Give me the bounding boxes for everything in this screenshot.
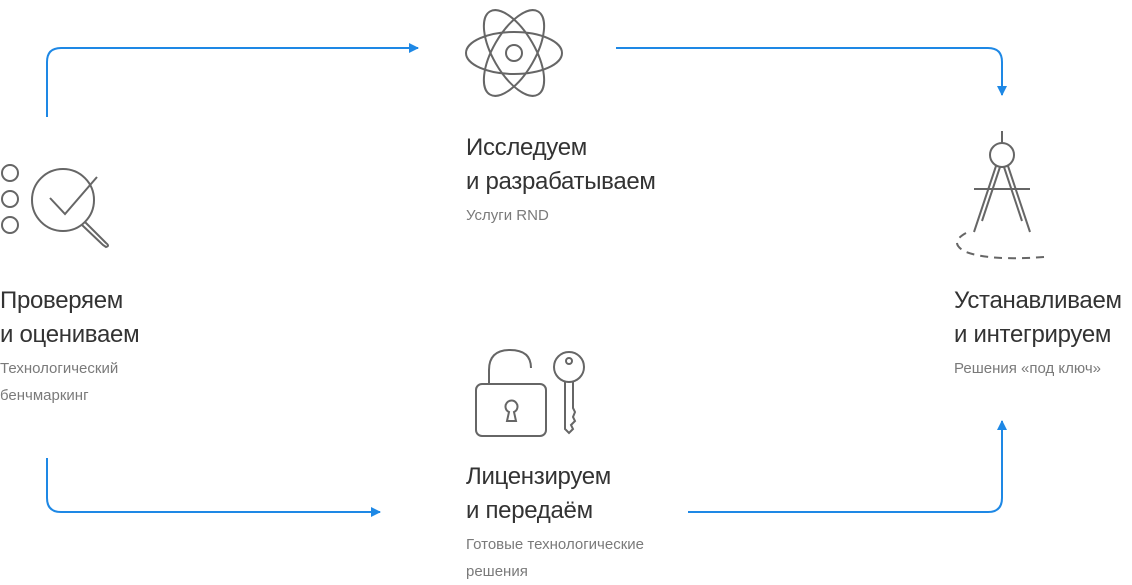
atom-icon	[465, 9, 563, 97]
node-license-title: Лицензируем и передаём	[466, 463, 612, 524]
node-check-subtitle: Технологический бенчмаркинг	[0, 360, 119, 404]
node-check: Проверяем и оцениваем Технологический бе…	[0, 284, 140, 409]
arrow-check-to-research	[46, 43, 419, 117]
node-install: Устанавливаем и интегрируем Решения «под…	[954, 284, 1122, 382]
node-research-title: Исследуем и разрабатываем	[466, 134, 656, 195]
node-research: Исследуем и разрабатываем Услуги RND	[466, 131, 656, 229]
node-research-subtitle: Услуги RND	[466, 207, 549, 224]
node-install-title: Устанавливаем и интегрируем	[954, 287, 1122, 348]
arrow-research-to-install	[616, 47, 1007, 96]
node-license-subtitle: Готовые технологические решения	[466, 536, 645, 580]
arrow-license-to-install	[688, 420, 1007, 513]
node-check-title: Проверяем и оцениваем	[0, 287, 140, 348]
lock-and-key-icon	[475, 348, 585, 437]
magnifier-check-icon	[1, 164, 109, 249]
node-license: Лицензируем и передаём Готовые технологи…	[466, 460, 644, 585]
compass-icon	[956, 131, 1045, 260]
node-install-subtitle: Решения «под ключ»	[954, 360, 1101, 377]
arrow-check-to-license	[46, 458, 381, 517]
